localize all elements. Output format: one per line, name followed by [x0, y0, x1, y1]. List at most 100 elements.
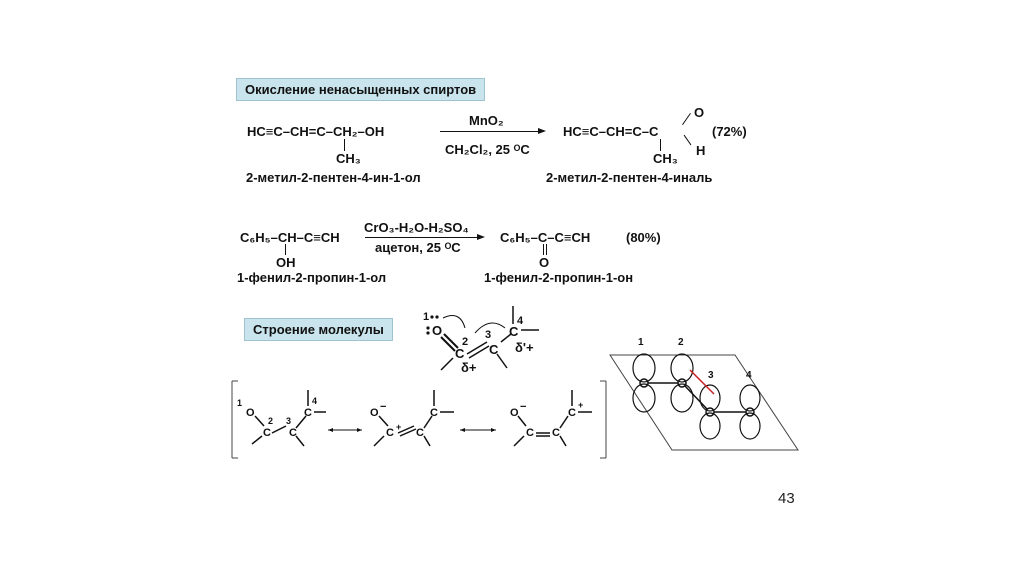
reaction1-arrowhead [538, 128, 546, 134]
molecule-structure-diagram: 1 O 2 C δ+ 3 C 4 C δ'+ [423, 306, 539, 375]
reaction2-product-co-bond-b [546, 244, 547, 255]
resonance-c-atom-c3: C [552, 427, 560, 439]
resonance-a-bond-c2-left [251, 435, 263, 445]
lone-pair-dot [435, 315, 439, 319]
resonance-b-bond-c2c3-b [399, 428, 417, 437]
resonance-b-bond-oc [378, 415, 389, 427]
reaction2-reactant-oh: OH [276, 255, 296, 270]
resonance-arrow-2-head-right [491, 428, 496, 432]
structure-atom-c4: C [509, 324, 519, 339]
curved-arrow-2 [474, 322, 506, 334]
structure-atom-c2: C [455, 346, 465, 361]
reaction1-reactant-methyl-bond [344, 139, 345, 151]
structure-label-3: 3 [485, 329, 491, 341]
resonance-a-label-2: 2 [268, 416, 273, 426]
structure-label-4: 4 [517, 315, 524, 327]
resonance-a-bond-c3c4 [295, 415, 307, 429]
reaction2-product-o: O [539, 255, 550, 270]
orbital-lobe-1-bottom [632, 383, 656, 413]
orbital-atom-3 [705, 407, 715, 417]
orbital-label-2: 2 [678, 337, 684, 348]
orbital-lobe-3-bottom [699, 412, 721, 440]
lone-pair-dot [426, 326, 430, 330]
orbital-lobe-2-top [670, 353, 694, 383]
bond-c3-down [496, 353, 508, 369]
reaction2-arrow [365, 237, 479, 238]
reaction2-yield: (80%) [626, 230, 661, 245]
orbital-label-4: 4 [746, 370, 752, 381]
resonance-a-atom-o: O [246, 407, 255, 419]
bond-o-c2 [443, 333, 459, 349]
structure-delta-prime-plus: δ'+ [515, 340, 534, 355]
orbital-atom-4 [745, 407, 755, 417]
resonance-a-bond-c3-down [295, 435, 305, 447]
resonance-structures-diagram: 1 O 2 C 3 C 4 C O − C + C C O − C C C + [231, 380, 607, 459]
reaction2-arrowhead [477, 234, 485, 240]
reaction2-product-co-bond-a [543, 244, 544, 255]
structure-atom-o: O [432, 323, 442, 338]
resonance-a-label-1: 1 [237, 398, 242, 408]
resonance-a-atom-c2: C [263, 427, 271, 439]
reaction1-product-co-bond [682, 112, 691, 126]
bond-c2-left [440, 357, 454, 371]
reaction1-reactant-formula: HC≡C–CH=C–CH₂–OH [247, 124, 385, 139]
reaction1-yield: (72%) [712, 124, 747, 139]
orbital-atom-1 [639, 378, 649, 388]
reaction2-reagent-bottom: ацетон, 25 ᴼC [375, 240, 461, 255]
orbital-lobe-3-top [699, 384, 721, 412]
page-number: 43 [778, 490, 795, 507]
reaction2-reactant-name: 1-фенил-2-пропин-1-ол [237, 270, 387, 285]
resonance-b-bond-c2c3 [397, 425, 415, 434]
orbital-atom-2 [677, 378, 687, 388]
resonance-a-atom-c4: C [304, 407, 312, 419]
resonance-c-bond-oc [517, 415, 527, 427]
bond-c2-c3 [466, 341, 488, 355]
orbital-plane [609, 354, 799, 451]
resonance-a-bond-c2c3 [271, 425, 287, 434]
reaction1-product-ch-bond [683, 134, 692, 146]
reaction2-product-name: 1-фенил-2-пропин-1-он [484, 270, 634, 285]
lone-pair-dot [430, 315, 434, 319]
resonance-c-atom-o: O [510, 407, 519, 419]
bond-c2-c3-b [468, 345, 490, 359]
resonance-c-bond-c2-left [513, 435, 525, 447]
resonance-c-bond-c3c4 [559, 415, 569, 429]
orbital-lobe-2-bottom [670, 383, 694, 413]
reaction1-reactant-name: 2-метил-2-пентен-4-ин-1-ол [246, 170, 421, 185]
resonance-c-plus: + [578, 400, 583, 410]
resonance-b-atom-c3: C [416, 427, 424, 439]
p-orbital-diagram: 1 2 3 4 [609, 337, 799, 451]
resonance-c-atom-c2: C [526, 427, 534, 439]
structure-label-2: 2 [462, 336, 468, 348]
resonance-b-bond-c3c4 [423, 415, 433, 429]
resonance-a-label-4: 4 [312, 396, 317, 406]
orbital-lobe-4-top [739, 384, 761, 412]
reaction2-product-formula: C₆H₅–C–C≡CH [500, 230, 591, 245]
reaction1-product-h: H [696, 143, 706, 158]
resonance-c-atom-c4: C [568, 407, 576, 419]
resonance-c-bond-c3-down [559, 435, 567, 447]
resonance-arrow-1-head-left [328, 428, 333, 432]
lone-pair-dot [426, 331, 430, 335]
curved-arrow-1 [442, 315, 466, 329]
reaction1-product-name: 2-метил-2-пентен-4-иналь [546, 170, 713, 185]
reaction1-product-methyl-bond [660, 139, 661, 151]
orbital-bond-2-3 [684, 385, 708, 410]
reaction1-reagent-top: MnO₂ [469, 113, 504, 128]
orbital-label-3: 3 [708, 370, 714, 381]
structure-label-1: 1 [423, 311, 429, 323]
reaction2-reactant-formula: C₆H₅–CH–C≡CH [240, 230, 340, 245]
reaction1-reactant-methyl: CH₃ [336, 151, 361, 166]
resonance-b-bond-c2-left [373, 435, 385, 447]
bond-c3-c4 [500, 333, 512, 343]
resonance-a-atom-c3: C [289, 427, 297, 439]
resonance-a-bond-oc [254, 415, 265, 427]
orbital-lobe-4-bottom [739, 412, 761, 440]
reaction1-reagent-bottom: CH₂Cl₂, 25 ᴼC [445, 142, 530, 157]
structure-delta-plus: δ+ [461, 360, 477, 375]
resonance-arrow-2-head-left [460, 428, 465, 432]
orbital-lobe-1-top [632, 353, 656, 383]
resonance-b-atom-o: O [370, 407, 379, 419]
bond-o-c2-b [440, 336, 456, 352]
resonance-b-minus: − [380, 401, 386, 413]
